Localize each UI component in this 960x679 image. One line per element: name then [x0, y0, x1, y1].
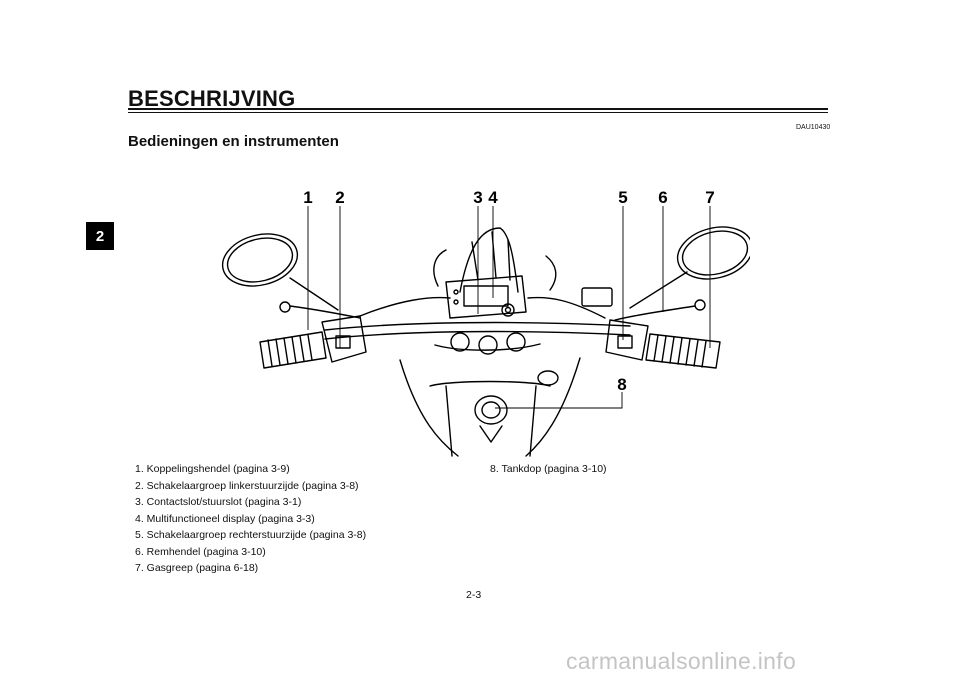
- watermark: carmanualsonline.info: [566, 648, 797, 674]
- callout-1: 1: [303, 188, 312, 207]
- callout-8: 8: [617, 375, 626, 394]
- callout-6: 6: [658, 188, 667, 207]
- tank-cap: [474, 395, 508, 443]
- header-rule: [128, 108, 828, 110]
- left-grip: [259, 331, 327, 369]
- handlebar-illustration: 1 2 3 4 5 6 7 8: [221, 188, 750, 457]
- clutch-lever: [279, 301, 361, 319]
- doc-code: DAU10430: [796, 124, 831, 131]
- ignition-switch: [501, 303, 515, 317]
- handlebar: [324, 321, 631, 340]
- right-mirror: [629, 226, 750, 309]
- left-switch-group: [321, 315, 367, 363]
- right-switch-group: [605, 319, 649, 361]
- multifunction-display: [445, 275, 527, 319]
- legend-right: 8. Tankdop (pagina 3-10): [490, 461, 607, 478]
- legend-item-5: 5. Schakelaargroep rechterstuurzijde (pa…: [135, 529, 367, 541]
- page-number: 2-3: [466, 589, 482, 601]
- callout-4: 4: [488, 188, 498, 207]
- legend-left: 1. Koppelingshendel (pagina 3-9) 2. Scha…: [135, 461, 366, 577]
- callout-3: 3: [473, 188, 482, 207]
- callout-7: 7: [705, 188, 714, 207]
- section-title: BESCHRIJVING: [128, 86, 296, 111]
- callout-2: 2: [335, 188, 344, 207]
- legend-item-8: 8. Tankdop (pagina 3-10): [490, 463, 607, 475]
- legend-item-2: 2. Schakelaargroep linkerstuurzijde (pag…: [135, 479, 359, 492]
- legend-item-1: 1. Koppelingshendel (pagina 3-9): [135, 463, 290, 475]
- legend-item-7: 7. Gasgreep (pagina 6-18): [135, 562, 259, 574]
- legend-item-3: 3. Contactslot/stuurslot (pagina 3-1): [135, 496, 302, 508]
- callout-leaders: [307, 206, 711, 409]
- left-mirror: [221, 233, 339, 311]
- callout-5: 5: [618, 188, 627, 207]
- triple-clamp: [434, 332, 541, 355]
- legend-item-4: 4. Multifunctioneel display (pagina 3-3): [135, 512, 315, 525]
- headlight-cowl: [459, 227, 519, 293]
- fuel-tank: [399, 357, 581, 457]
- legend-item-6: 6. Remhendel (pagina 3-10): [135, 545, 266, 558]
- header-rule-thin: [128, 112, 828, 113]
- subtitle: Bedieningen en instrumenten: [128, 133, 339, 150]
- right-grip: [645, 333, 721, 369]
- chapter-tab: 2: [86, 222, 114, 250]
